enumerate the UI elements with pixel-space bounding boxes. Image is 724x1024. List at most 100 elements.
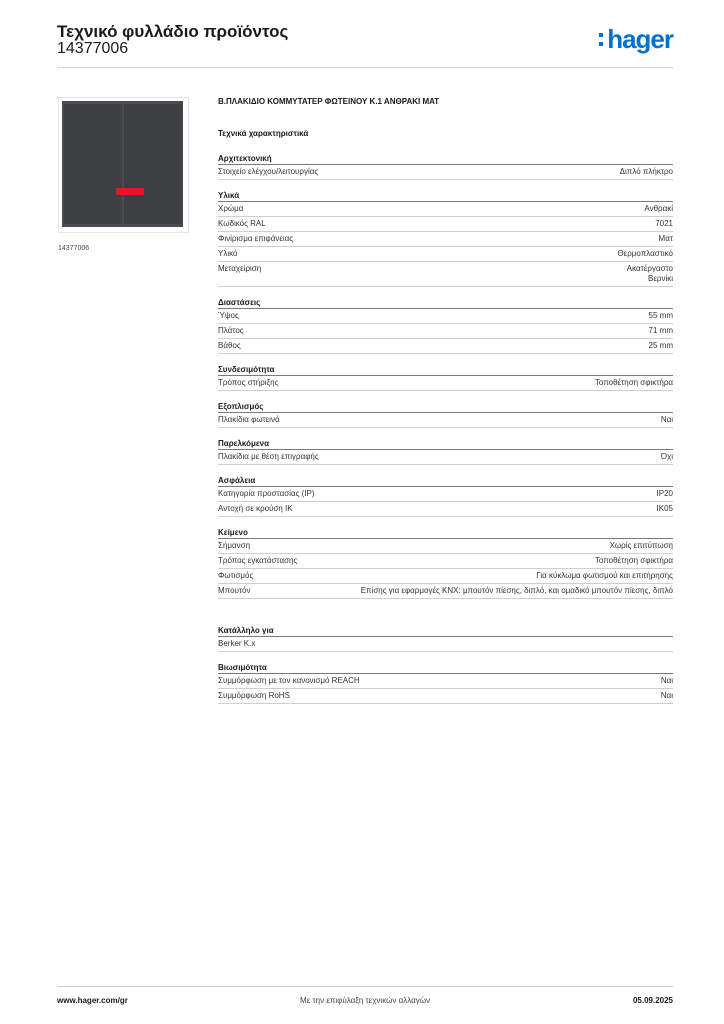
spec-content: Β.ΠΛΑΚΙΔΙΟ ΚΟΜΜΥΤΑΤΕΡ ΦΩΤΕΙΝΟΥ Κ.1 ΑΝΘΡΑ… — [218, 97, 673, 704]
spec-row: Πλακίδια με θέση επιγραφής Όχι — [218, 450, 673, 465]
indicator-led — [116, 188, 144, 195]
spec-label: Μπουτόν — [218, 586, 251, 595]
page-header: Τεχνικό φυλλάδιο προϊόντος 14377006 hage… — [57, 20, 674, 70]
spec-value: Τοποθέτηση σφικτήρα — [594, 378, 673, 387]
spec-label: Τρόπος στήριξης — [218, 378, 279, 387]
spec-label: Κατηγορία προστασίας (IP) — [218, 489, 315, 498]
rocker-left — [64, 104, 122, 224]
spec-value: Διπλό πλήκτρο — [619, 167, 673, 176]
spec-row: Υλικό Θερμοπλαστικό — [218, 247, 673, 262]
spec-row: Τρόπος εγκατάστασης Τοποθέτηση σφικτήρα — [218, 554, 673, 569]
spec-label: Βάθος — [218, 341, 241, 350]
spec-label: Χρώμα — [218, 204, 244, 213]
spec-value: 55 mm — [648, 311, 673, 320]
spec-row: Κατηγορία προστασίας (IP) IP20 — [218, 487, 673, 502]
hager-logo: hager — [599, 24, 674, 55]
spec-value: Ακατέργαστο Βερνίκι — [626, 264, 673, 283]
spec-value: Τοποθέτηση σφικτήρα — [594, 556, 673, 565]
spec-value: Ανθρακί — [644, 204, 673, 213]
section-title: Κατάλληλο για — [218, 625, 673, 637]
spec-row: Πλάτος 71 mm — [218, 324, 673, 339]
section-title: Κείμενο — [218, 527, 673, 539]
spec-label: Υλικό — [218, 249, 238, 258]
spec-row: Χρώμα Ανθρακί — [218, 202, 673, 217]
spec-value: IP20 — [656, 489, 673, 498]
footer-date: 05.09.2025 — [632, 996, 673, 1005]
section-title: Εξοπλισμός — [218, 401, 673, 413]
spec-value: Ναι — [660, 676, 673, 685]
spec-label: Συμμόρφωση RoHS — [218, 691, 290, 700]
spec-row: Κωδικός RAL 7021 — [218, 217, 673, 232]
rocker-right — [124, 104, 182, 224]
page-title: Τεχνικό φυλλάδιο προϊόντος — [57, 22, 289, 41]
spec-label: Αντοχή σε κρούση IK — [218, 504, 293, 513]
product-name: Β.ΠΛΑΚΙΔΙΟ ΚΟΜΜΥΤΑΤΕΡ ΦΩΤΕΙΝΟΥ Κ.1 ΑΝΘΡΑ… — [218, 97, 440, 106]
spec-value: Ναι — [660, 415, 673, 424]
logo-text: hager — [607, 24, 674, 54]
spec-value: Όχι — [660, 452, 673, 461]
spec-row: Φωτισμός Για κύκλωμα φωτισμού και επιτήρη… — [218, 569, 673, 584]
spec-value: 7021 — [655, 219, 673, 228]
spec-row: Μπουτόν Επίσης για εφαρμογές KNX: μπουτόν… — [218, 584, 673, 599]
section-title: Βιωσιμότητα — [218, 662, 673, 674]
spec-row: Βάθος 25 mm — [218, 339, 673, 354]
image-caption: 14377006 — [58, 245, 90, 252]
section-title: Υλικά — [218, 190, 673, 202]
spec-row: Μεταχείριση Ακατέργαστο Βερνίκι — [218, 262, 673, 287]
switch-plate — [62, 101, 183, 227]
spec-value: 25 mm — [648, 341, 673, 350]
spec-label: Στοιχείο ελέγχου/λειτουργίας — [218, 167, 319, 176]
spec-value: 71 mm — [648, 326, 673, 335]
spec-value: Ναι — [660, 691, 673, 700]
section-title: Ασφάλεια — [218, 475, 673, 487]
footer-divider — [57, 986, 673, 987]
logo-dots-icon — [599, 33, 604, 47]
spec-row: Σήμανση Χωρίς επιτύπωση — [218, 539, 673, 554]
spec-row: Berker K.x — [218, 637, 673, 652]
spec-label: Πλάτος — [218, 326, 244, 335]
section-title: Διαστάσεις — [218, 297, 673, 309]
spec-label: Berker K.x — [218, 639, 256, 648]
spec-title: Τεχνικά χαρακτηριστικά — [218, 129, 309, 138]
header-divider — [57, 67, 673, 68]
spec-row: Φινίρισμα επιφάνειας Ματ — [218, 232, 673, 247]
spec-label: Πλακίδια με θέση επιγραφής — [218, 452, 319, 461]
spec-row: Στοιχείο ελέγχου/λειτουργίας Διπλό πλήκτρ… — [218, 165, 673, 180]
spec-value: Ματ — [658, 234, 673, 243]
spec-label: Φινίρισμα επιφάνειας — [218, 234, 294, 243]
spec-value: IK05 — [656, 504, 673, 513]
spec-row: Τρόπος στήριξης Τοποθέτηση σφικτήρα — [218, 376, 673, 391]
product-code: 14377006 — [57, 40, 129, 57]
spec-label: Μεταχείριση — [218, 264, 262, 273]
product-image — [58, 97, 189, 233]
section-title: Συνδεσιμότητα — [218, 364, 673, 376]
spec-label: Τρόπος εγκατάστασης — [218, 556, 298, 565]
footer-website[interactable]: www.hager.com/gr — [57, 996, 128, 1005]
spec-label: Σήμανση — [218, 541, 251, 550]
section-title: Παρελκόμενα — [218, 438, 673, 450]
spec-label: Κωδικός RAL — [218, 219, 266, 228]
spec-label: Φωτισμός — [218, 571, 254, 580]
spec-row: Αντοχή σε κρούση IK IK05 — [218, 502, 673, 517]
spec-row: Ύψος 55 mm — [218, 309, 673, 324]
spec-row: Συμμόρφωση RoHS Ναι — [218, 689, 673, 704]
spec-value: Χωρίς επιτύπωση — [609, 541, 673, 550]
spec-value: Επίσης για εφαρμογές KNX: μπουτόν πίεσης… — [360, 586, 673, 595]
spec-label: Πλακίδια φωτεινά — [218, 415, 280, 424]
footer-note: Με την επιφύλαξη τεχνικών αλλαγών — [300, 996, 430, 1005]
spec-value: Για κύκλωμα φωτισμού και επιτήρησης — [536, 571, 673, 580]
spec-value: Θερμοπλαστικό — [617, 249, 673, 258]
spec-label: Ύψος — [218, 311, 239, 320]
